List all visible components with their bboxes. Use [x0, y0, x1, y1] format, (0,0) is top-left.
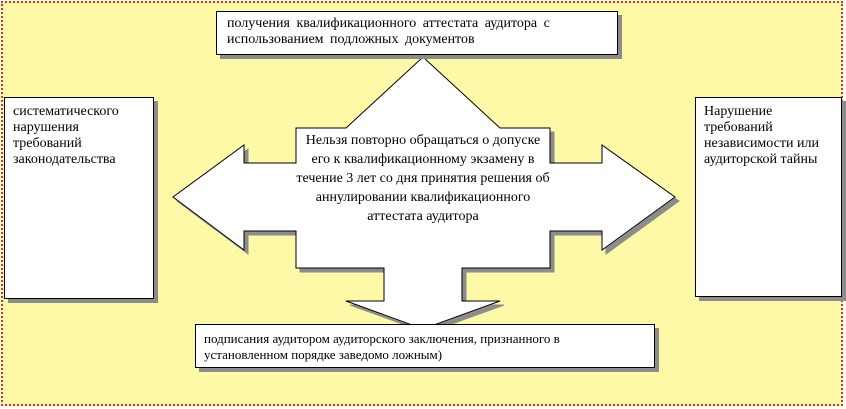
right-box-text: Нарушение требований независимости или а… [704, 104, 819, 167]
left-box: систематического нарушения требований за… [4, 97, 154, 299]
bottom-box: подписания аудитором аудиторского заключ… [195, 324, 655, 368]
top-box: получения квалификационного аттестата ау… [216, 11, 618, 55]
top-box-text: получения квалификационного аттестата ау… [227, 16, 550, 47]
center-text: Нельзя повторно обращаться о допуске его… [296, 133, 550, 224]
left-box-text: систематического нарушения требований за… [13, 104, 119, 167]
right-box: Нарушение требований независимости или а… [695, 97, 842, 297]
bottom-box-text: подписания аудитором аудиторского заключ… [204, 331, 560, 362]
